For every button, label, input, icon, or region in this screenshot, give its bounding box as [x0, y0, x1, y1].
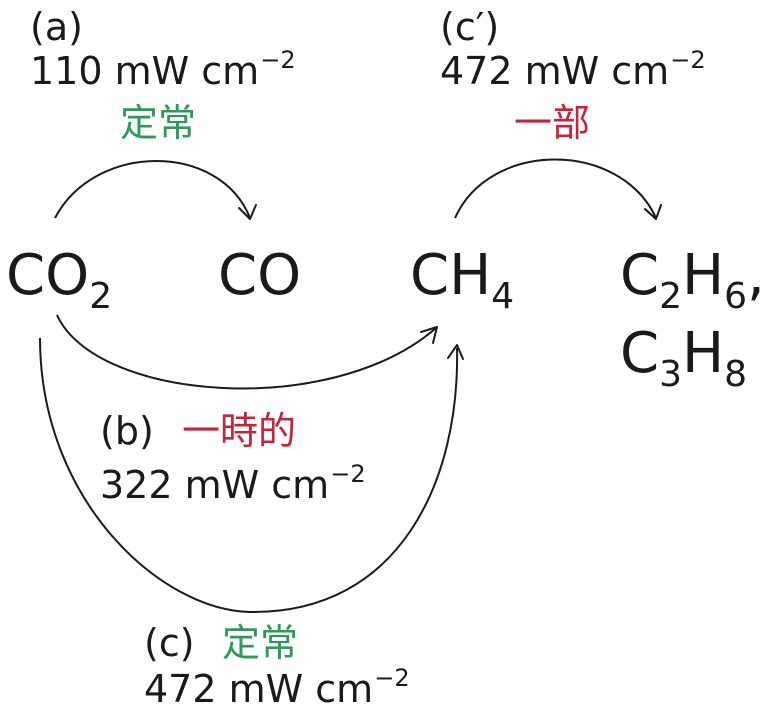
path-c-label: (c): [144, 621, 195, 665]
path-a-label: (a): [30, 5, 83, 49]
arrowhead-b: [420, 326, 438, 344]
path-b-label: (b): [100, 409, 154, 453]
arrow-c-prime-ch4-to-c2h6: [454, 158, 657, 219]
species-c3h8: C3H8: [620, 321, 748, 395]
species-co: CO: [218, 243, 302, 308]
path-c-mode: 定常: [222, 621, 299, 665]
arrow-b-co2-to-ch4: [56, 314, 437, 390]
species-ch4: CH4: [410, 243, 515, 317]
arrowhead-a: [238, 204, 257, 220]
arrowhead-c: [447, 344, 464, 360]
arrow-c-co2-to-ch4: [39, 337, 459, 614]
path-c-prime-label: (c′): [440, 5, 500, 49]
path-b-power: 322 mW cm−2: [100, 460, 366, 507]
arrow-a-co2-to-co: [54, 160, 251, 219]
species-c2h6: C2H6,: [620, 243, 761, 317]
path-c-prime-mode: 一部: [514, 101, 591, 145]
path-b-mode: 一時的: [182, 409, 297, 453]
path-c-prime-power: 472 mW cm−2: [440, 46, 706, 93]
path-a-mode: 定常: [120, 101, 197, 145]
path-a-power: 110 mW cm−2: [30, 46, 296, 93]
arrowhead-c-prime: [644, 204, 662, 220]
path-c-power: 472 mW cm−2: [144, 664, 410, 711]
species-co2: CO2: [6, 243, 113, 317]
